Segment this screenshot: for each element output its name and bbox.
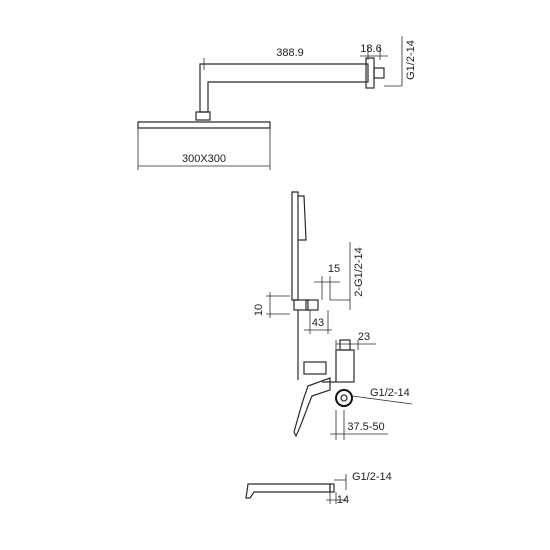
holder-connector [305,299,319,311]
dim-holder-height: 10 [253,292,290,318]
dim-valve-width-label: 23 [358,331,370,343]
dim-holder-thread: 2-G1/2-14 [330,242,365,310]
valve-body [335,349,355,383]
shower-arm [199,63,369,113]
shower-head [137,121,271,129]
dim-holder-height-label: 10 [253,304,265,316]
valve-cartridge-center [340,394,348,402]
dim-arm-length: 388.9 [203,47,368,70]
arm-connector [373,67,385,79]
dim-spout-depth: 14 [326,492,349,506]
spout-flange [329,483,335,493]
dim-valve-depth-label: 37.5-50 [347,421,384,433]
hand-shower-grip [298,195,307,241]
dim-valve-thread: G1/2-14 [351,387,413,405]
arm-joint [195,111,211,121]
dim-holder-width-label: 15 [328,263,340,275]
dim-arm-thread: G1/2-14 [384,36,417,87]
dim-holder-width: 15 [314,263,340,300]
dim-valve-width: 23 [335,331,376,350]
dim-arm-offset-label: 18.6 [360,43,381,55]
dim-valve-thread-label: G1/2-14 [370,387,410,399]
hand-shower-assembly [291,191,319,380]
dim-spout-thread-label: G1/2-14 [352,471,392,483]
trim-plate [303,361,327,375]
dim-valve-depth: 37.5-50 [330,410,388,440]
dim-arm-offset: 18.6 [360,43,388,60]
shower-holder [293,299,309,311]
hand-shower [291,191,299,301]
dim-holder-depth-label: 43 [312,317,324,329]
dim-arm-length-label: 388.9 [276,47,304,59]
mixer-valve-assembly [293,339,355,438]
dim-arm-thread-label: G1/2-14 [405,40,417,80]
dim-holder-thread-label: 2-G1/2-14 [353,247,365,297]
dim-spout-thread: G1/2-14 [334,471,392,490]
valve-top-port [339,339,351,351]
wall-flange [365,57,375,89]
bath-spout-assembly [245,483,335,499]
dim-head-size: 300X300 [137,128,271,170]
valve-cartridge [335,389,353,407]
dim-spout-depth-label: 14 [337,494,349,506]
bath-spout [245,483,331,499]
dim-holder-depth: 43 [304,310,332,334]
lever-handle [293,377,331,438]
dim-head-size-label: 300X300 [182,153,226,165]
shower-arm-assembly [137,57,385,129]
